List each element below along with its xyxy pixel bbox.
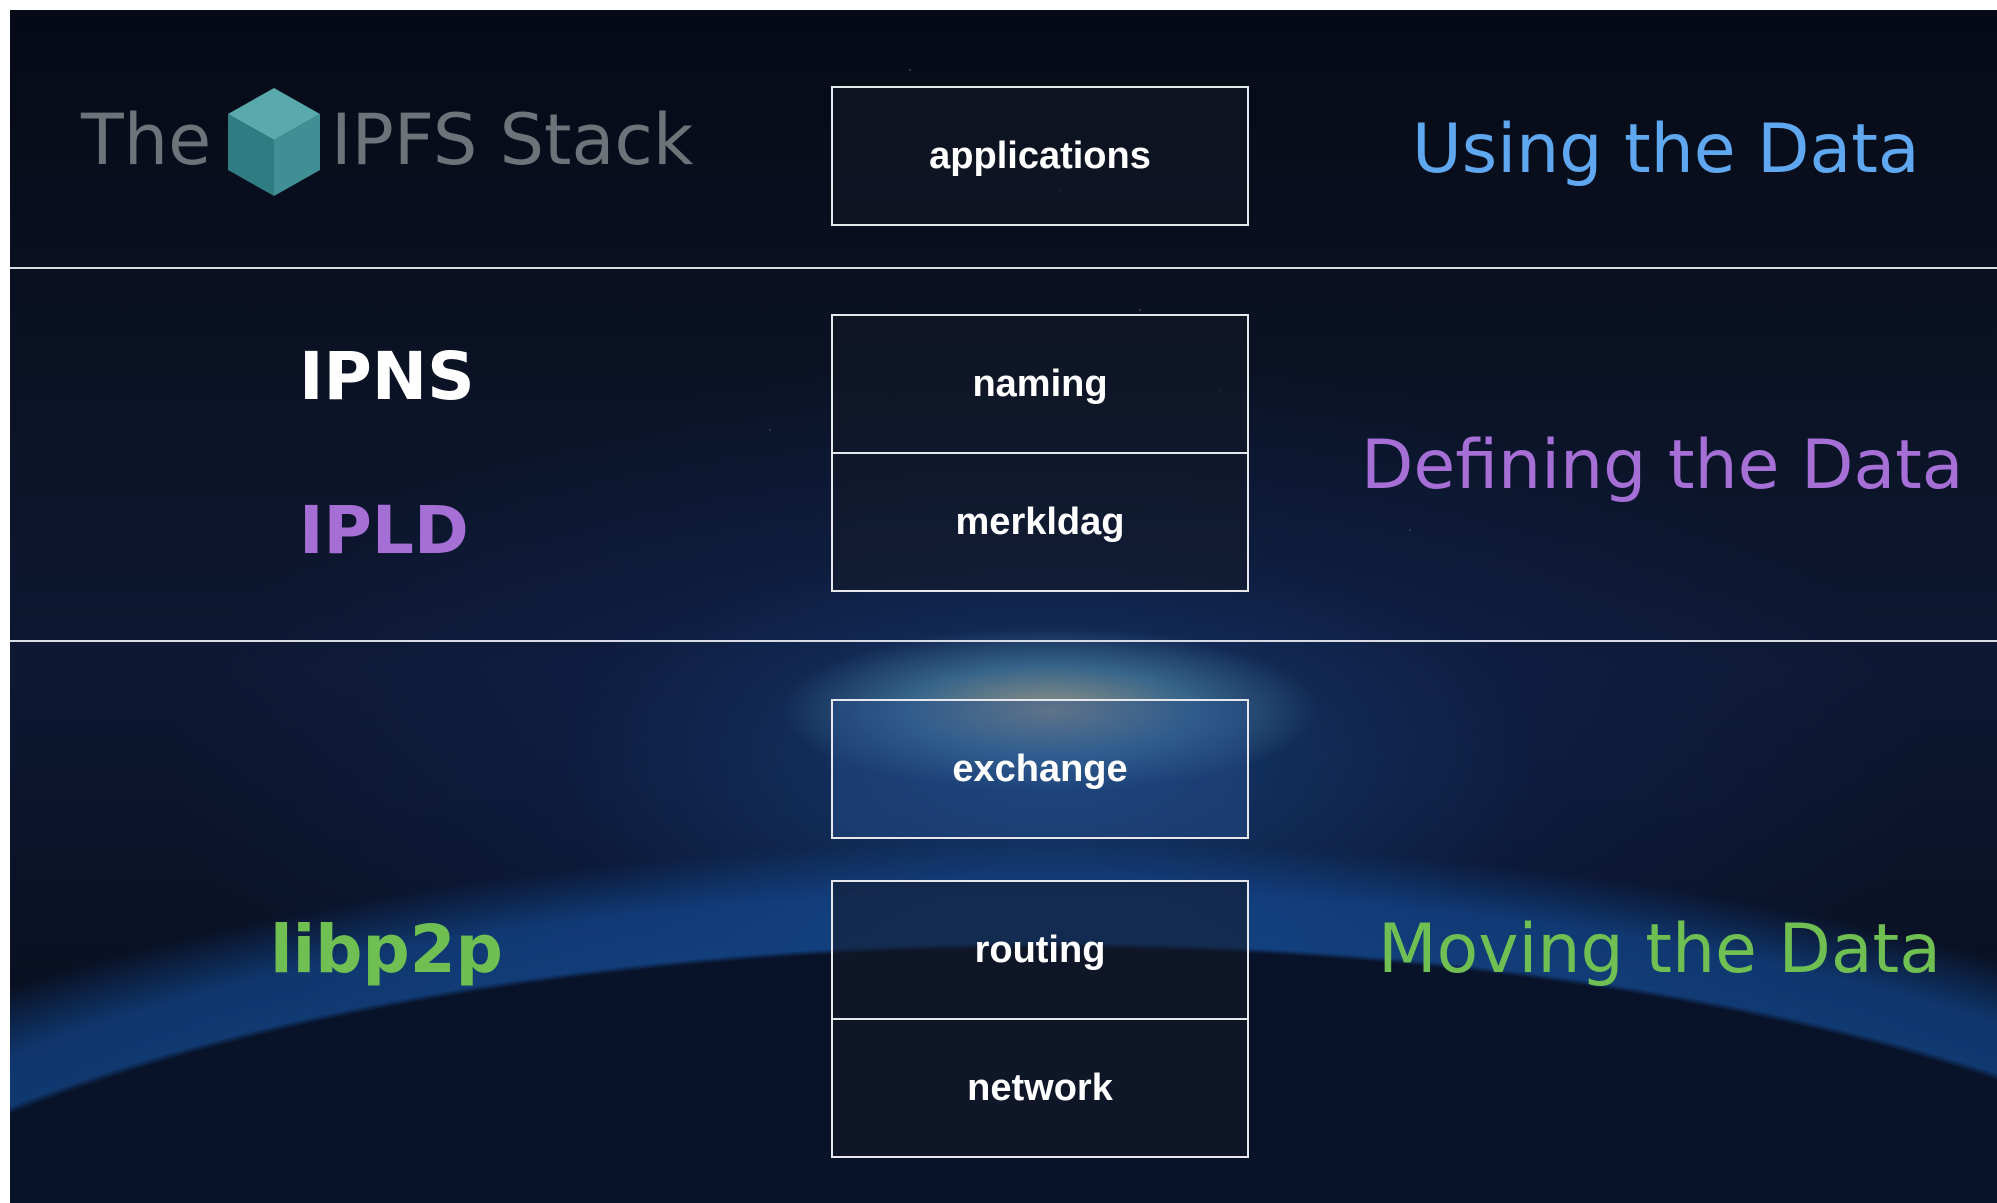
layer-network: network: [831, 1018, 1249, 1158]
label-defining-the-data: Defining the Data: [1361, 426, 1964, 505]
title-suffix: IPFS Stack: [331, 99, 694, 181]
slide: The IPFS Stack applications naming merkl…: [10, 10, 1997, 1203]
divider-bottom: [10, 640, 1997, 642]
label-using-the-data: Using the Data: [1412, 110, 1920, 189]
label-ipns: IPNS: [299, 338, 475, 415]
label-ipld: IPLD: [299, 492, 469, 569]
divider-top: [10, 267, 1997, 269]
layer-applications: applications: [831, 86, 1249, 226]
layer-naming: naming: [831, 314, 1249, 454]
layer-exchange: exchange: [831, 699, 1249, 839]
cube-icon: [228, 88, 320, 196]
layer-merkldag: merkldag: [831, 452, 1249, 592]
label-moving-the-data: Moving the Data: [1378, 910, 1941, 989]
layer-routing: routing: [831, 880, 1249, 1020]
label-libp2p: libp2p: [270, 911, 503, 988]
title-prefix: The: [81, 99, 212, 181]
